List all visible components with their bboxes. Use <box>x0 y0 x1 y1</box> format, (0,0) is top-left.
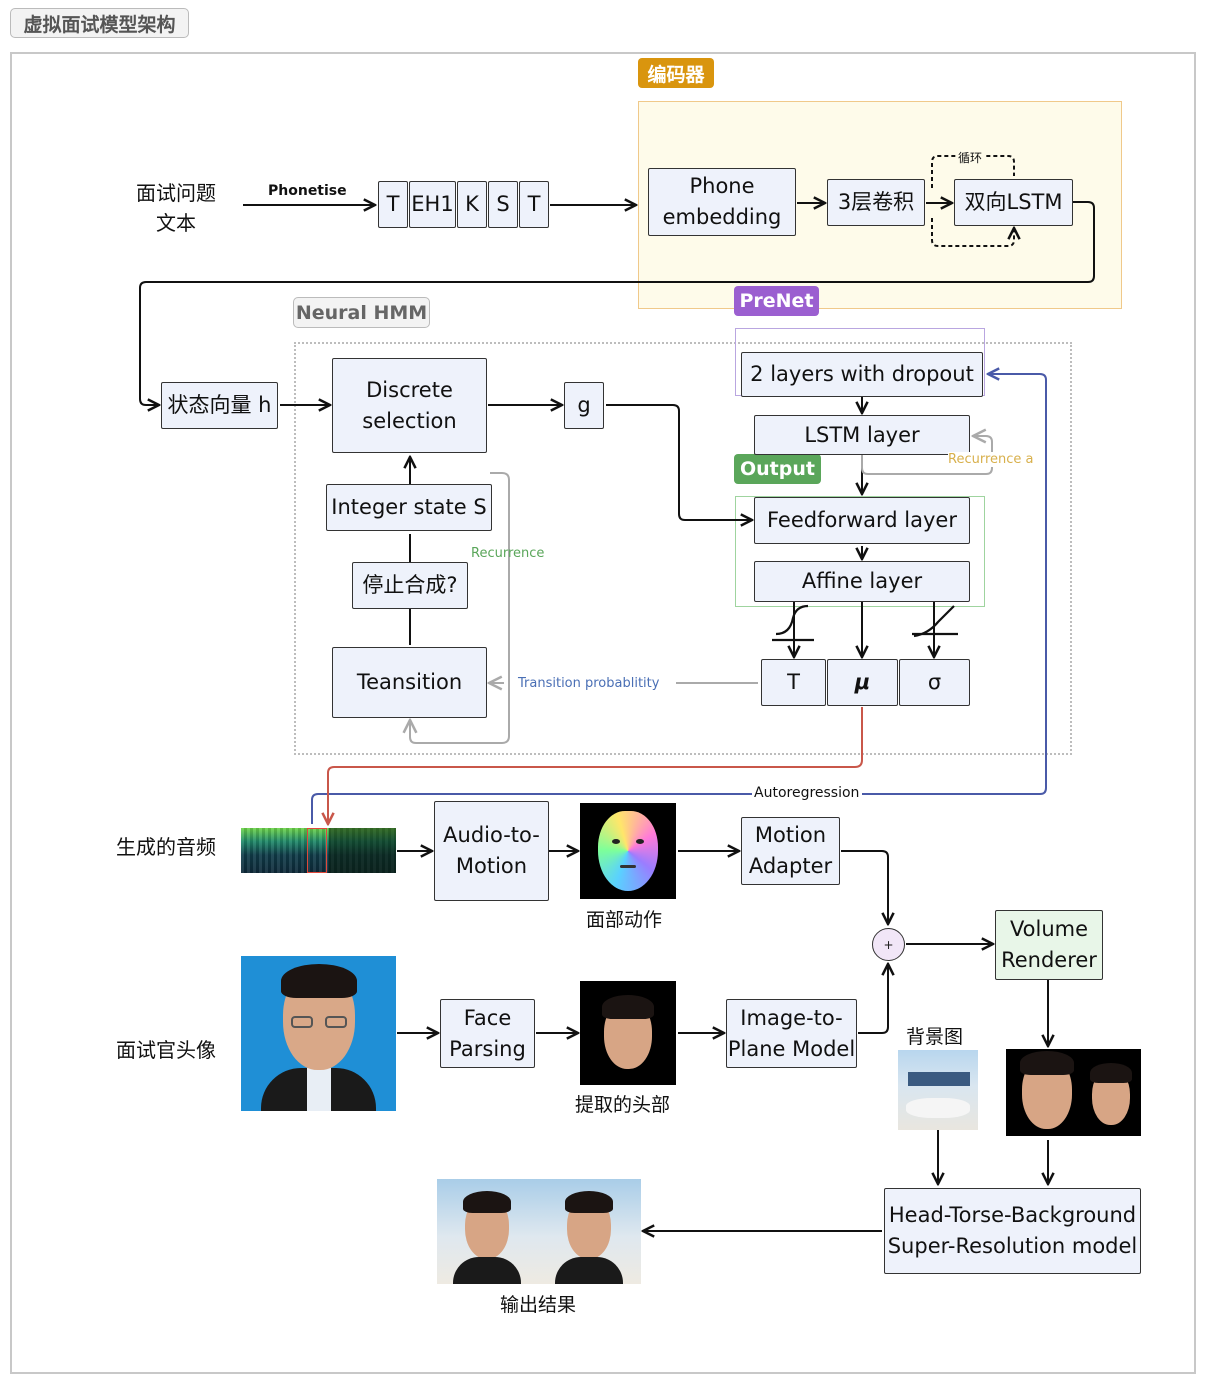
transition-prob-label: Transition probablitity <box>518 676 660 691</box>
motion-adapter-line2: Adapter <box>748 854 833 878</box>
image-to-plane-line2: Plane Model <box>727 1036 856 1061</box>
super-resolution-line1: Head-Torse-Background <box>888 1203 1137 1227</box>
diagram-frame <box>10 52 1196 1374</box>
g-box: g <box>564 382 604 429</box>
question-text-line1: 面试问题 <box>136 181 216 205</box>
autoregression-label: Autoregression <box>754 785 860 801</box>
neural-hmm-label-tag: Neural HMM <box>293 297 430 328</box>
rendered-head-image <box>1006 1049 1141 1136</box>
integer-state-box: Integer state S <box>326 484 492 531</box>
motion-adapter-box: Motion Adapter <box>741 817 840 885</box>
phoneme-box-3: K <box>457 181 487 228</box>
plus-node-label: + <box>883 937 894 952</box>
face-parsing-line2: Parsing <box>449 1036 526 1061</box>
phoneme-box-2: EH1 <box>409 181 456 228</box>
output-result-caption: 输出结果 <box>500 1294 577 1316</box>
output-sigma-box: σ <box>899 659 970 706</box>
edge-mu-to-audio <box>328 707 863 824</box>
edge-plane-to-plus <box>858 964 888 1034</box>
edge-adapter-to-plus <box>841 850 888 924</box>
edge-g-to-feedforward <box>606 404 752 520</box>
discrete-selection-line1: Discrete <box>366 377 453 402</box>
audio-to-motion-box: Audio-to- Motion <box>434 801 549 901</box>
recurrence-a-label: Recurrence a <box>948 452 1034 467</box>
image-to-plane-line1: Image-to- <box>740 1005 843 1030</box>
neural-hmm-label: Neural HMM <box>295 301 428 324</box>
face-parsing-box: Face Parsing <box>440 999 535 1068</box>
phone-embedding-box: Phone embedding <box>648 168 796 236</box>
encoder-label: 编码器 <box>638 58 714 88</box>
spectrogram-image <box>241 828 396 873</box>
phone-embedding-line2: embedding <box>662 205 782 229</box>
lstm-layer-box: LSTM layer <box>754 415 970 455</box>
discrete-selection-line2: selection <box>362 408 457 433</box>
phoneme-box-4: S <box>488 181 518 228</box>
edge-recurrence-a <box>861 436 993 475</box>
plus-node: + <box>872 928 905 961</box>
output-region <box>735 496 985 607</box>
output-t-box: T <box>761 659 826 706</box>
conv-box: 3层卷积 <box>827 179 925 226</box>
phoneme-box-1: T <box>378 181 408 228</box>
transition-box: Teansition <box>332 647 487 718</box>
recurrence-label: Recurrence <box>471 546 545 561</box>
phone-embedding-line1: Phone <box>689 174 755 198</box>
extracted-head-image <box>580 981 676 1085</box>
motion-adapter-line1: Motion <box>754 823 827 847</box>
face-motion-image <box>580 803 676 899</box>
phonetise-label: Phonetise <box>268 183 347 199</box>
output-mu-box: μ <box>827 659 898 706</box>
edge-autoregression <box>311 374 1047 824</box>
audio-to-motion-line1: Audio-to- <box>443 823 540 847</box>
state-vector-box: 状态向量 h <box>161 382 278 429</box>
image-to-plane-box: Image-to- Plane Model <box>726 999 857 1068</box>
super-resolution-box: Head-Torse-Background Super-Resolution m… <box>884 1188 1141 1274</box>
edge-recurrence-loop <box>410 472 510 744</box>
volume-renderer-line2: Renderer <box>1001 948 1097 972</box>
page-title-tag: 虚拟面试模型架构 <box>10 8 189 38</box>
generated-audio-label: 生成的音频 <box>116 835 216 859</box>
activation-softplus-sketch <box>912 605 958 638</box>
output-result-image <box>437 1179 641 1284</box>
super-resolution-line2: Super-Resolution model <box>887 1234 1138 1258</box>
background-image <box>898 1050 978 1130</box>
avatar-photo <box>241 956 396 1111</box>
background-caption: 背景图 <box>906 1026 964 1048</box>
bilstm-box: 双向LSTM <box>954 179 1073 226</box>
discrete-selection-box: Discrete selection <box>332 358 487 453</box>
volume-renderer-line1: Volume <box>1009 917 1089 941</box>
phoneme-box-5: T <box>519 181 549 228</box>
extracted-head-caption: 提取的头部 <box>575 1094 671 1116</box>
question-text-line2: 文本 <box>156 211 196 235</box>
page-title: 虚拟面试模型架构 <box>23 13 176 36</box>
activation-sigmoid-sketch <box>772 604 814 642</box>
volume-renderer-box: Volume Renderer <box>995 910 1103 980</box>
stop-box: 停止合成? <box>352 562 468 609</box>
interviewer-avatar-label: 面试官头像 <box>116 1038 216 1062</box>
face-parsing-line1: Face <box>463 1005 512 1030</box>
loop-label: 循环 <box>956 149 985 166</box>
edge-bilstm-to-state <box>139 201 1095 405</box>
feedforward-box: Feedforward layer <box>754 497 970 544</box>
prenet-label: PreNet <box>734 286 819 316</box>
dropout-box: 2 layers with dropout <box>741 352 983 397</box>
audio-to-motion-line2: Motion <box>455 854 528 878</box>
face-motion-caption: 面部动作 <box>586 909 663 931</box>
neural-hmm-region <box>294 342 1072 755</box>
output-label: Output <box>734 454 821 484</box>
affine-box: Affine layer <box>754 561 970 602</box>
